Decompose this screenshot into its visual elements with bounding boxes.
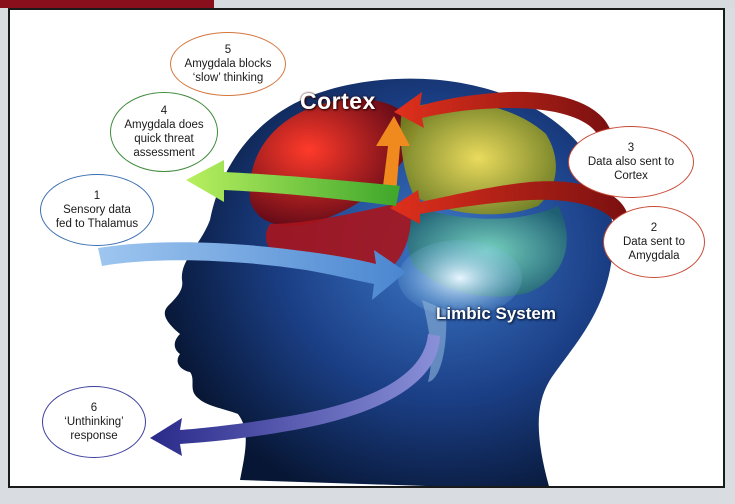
callout-line: Data also sent to: [588, 155, 674, 169]
callout-line: response: [70, 429, 117, 443]
callout-line: fed to Thalamus: [56, 217, 138, 231]
callout-line: Amygdala does: [124, 118, 203, 132]
callout-line: assessment: [133, 146, 194, 160]
diagram-frame: Cortex Limbic System 5 Amygdala blocks ‘…: [8, 8, 725, 488]
callout-line: Data sent to: [623, 235, 685, 249]
callout-number: 3: [628, 141, 634, 155]
callout-number: 5: [225, 43, 231, 57]
callout-line: ‘Unthinking’: [64, 415, 123, 429]
callout-threat-assessment: 4 Amygdala does quick threat assessment: [110, 92, 218, 172]
callout-data-to-amygdala: 2 Data sent to Amygdala: [603, 206, 705, 278]
callout-number: 4: [161, 104, 167, 118]
callout-line: Sensory data: [63, 203, 131, 217]
cortex-label: Cortex: [300, 88, 376, 115]
callout-line: Cortex: [614, 169, 648, 183]
limbic-system-label: Limbic System: [436, 304, 556, 324]
callout-line: Amygdala blocks: [185, 57, 272, 71]
callout-number: 2: [651, 221, 657, 235]
callout-unthinking-response: 6 ‘Unthinking’ response: [42, 386, 146, 458]
callout-line: ‘slow’ thinking: [193, 71, 264, 85]
header-accent-bar: [0, 0, 214, 8]
callout-amygdala-blocks: 5 Amygdala blocks ‘slow’ thinking: [170, 32, 286, 96]
callout-sensory-data: 1 Sensory data fed to Thalamus: [40, 174, 154, 246]
callout-number: 6: [91, 401, 97, 415]
callout-number: 1: [94, 189, 100, 203]
callout-line: Amygdala: [628, 249, 679, 263]
callout-data-to-cortex: 3 Data also sent to Cortex: [568, 126, 694, 198]
callout-line: quick threat: [134, 132, 193, 146]
